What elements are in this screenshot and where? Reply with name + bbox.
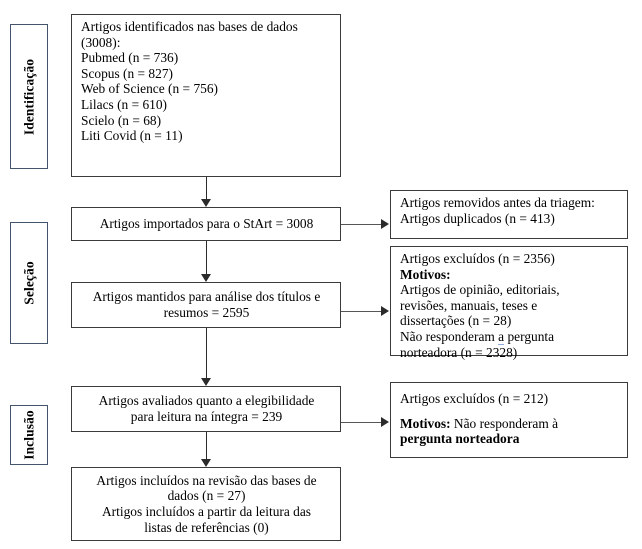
node-articles-excluded-eligibility: Artigos excluídos (n = 212) Motivos: Não…: [390, 382, 628, 458]
kept-line-2: resumos = 2595: [163, 305, 250, 320]
identified-line-liti-covid: Liti Covid (n = 11): [81, 128, 183, 144]
identified-line-pubmed: Pubmed (n = 736): [81, 50, 179, 66]
node-articles-excluded-screening: Artigos excluídos (n = 2356) Motivos: Ar…: [390, 246, 628, 360]
connector-imported-to-kept: [205, 241, 208, 279]
identified-line-2: (3008):: [81, 34, 121, 50]
excluded-screening-reason-line-2: revisões, manuais, teses e: [400, 297, 538, 313]
excluded-screening-reasons-label: Motivos:: [400, 266, 451, 282]
stage-label-inclusao: Inclusão: [21, 410, 37, 460]
arrowhead-imported-to-removed: [381, 219, 389, 229]
excluded-screening-reason-line-4: Não responderam a pergunta: [400, 329, 619, 346]
excluded-screening-reason-line-1: Artigos de opinião, editoriais,: [400, 282, 560, 298]
eligibility-line-2: para leitura na íntegra = 239: [130, 409, 283, 424]
included-line-4: listas de referências (0): [144, 519, 269, 535]
node-articles-removed-before-screening: Artigos removidos antes da triagem: Arti…: [390, 190, 628, 239]
identified-line-lilacs: Lilacs (n = 610): [81, 97, 168, 113]
stage-box-inclusao: Inclusão: [10, 405, 48, 465]
arrowhead-imported-to-kept: [201, 274, 211, 282]
arrowhead-identified-to-imported: [201, 199, 211, 207]
stage-label-identificacao: Identificação: [21, 58, 37, 135]
excluded-screening-count: Artigos excluídos (n = 2356): [400, 251, 555, 266]
stage-box-selecao: Seleção: [10, 222, 48, 344]
identified-line-scielo: Scielo (n = 68): [81, 112, 162, 128]
spellcheck-underline-a: a: [498, 329, 505, 346]
eligibility-line-1: Artigos avaliados quanto a elegibilidade: [98, 393, 315, 409]
stage-box-identificacao: Identificação: [10, 24, 48, 169]
arrowhead-eligibility-to-included: [201, 459, 211, 467]
excluded-eligibility-reason-line-2: pergunta norteadora: [400, 431, 520, 447]
excluded-screening-reason-line-4-post: pergunta: [504, 329, 555, 345]
excluded-eligibility-count: Artigos excluídos (n = 212): [400, 391, 549, 406]
node-articles-identified: Artigos identificados nas bases de dados…: [71, 14, 341, 177]
included-line-2: dados (n = 27): [167, 488, 246, 504]
connector-kept-to-eligibility: [205, 328, 208, 382]
excluded-screening-reason-line-3: dissertações (n = 28): [400, 313, 512, 329]
excluded-eligibility-reasons-text: Não responderam à: [450, 415, 559, 431]
arrowhead-eligibility-to-excluded: [381, 417, 389, 427]
node-articles-assessed-eligibility: Artigos avaliados quanto a elegibilidade…: [71, 386, 341, 432]
stage-label-selecao: Seleção: [21, 261, 37, 305]
connector-identified-to-imported: [205, 177, 207, 205]
connector-eligibility-to-included: [205, 432, 208, 464]
identified-line-scopus: Scopus (n = 827): [81, 65, 173, 81]
removed-line-2: Artigos duplicados (n = 413): [400, 210, 555, 226]
arrowhead-kept-to-eligibility: [201, 378, 211, 386]
identified-line-web-of-science: Web of Science (n = 756): [81, 81, 218, 97]
node-articles-kept-titles-abstracts: Artigos mantidos para análise dos título…: [71, 282, 341, 328]
identified-line-1: Artigos identificados nas bases de dados: [81, 19, 298, 34]
arrowhead-kept-to-excluded-screening: [381, 306, 389, 316]
excluded-eligibility-reason-line-1: Motivos: Não responderam à: [400, 416, 619, 432]
imported-line: Artigos importados para o StArt = 3008: [99, 216, 314, 232]
included-line-3: Artigos incluídos a partir da leitura da…: [102, 504, 311, 519]
included-line-1: Artigos incluídos na revisão das bases d…: [96, 472, 317, 488]
connector-imported-to-removed: [341, 223, 382, 225]
excluded-screening-reason-line-4-pre: Não responderam: [400, 329, 499, 345]
node-articles-imported: Artigos importados para o StArt = 3008: [71, 207, 341, 241]
connector-eligibility-to-excluded: [341, 421, 382, 423]
excluded-eligibility-reasons-label: Motivos:: [400, 415, 451, 431]
kept-line-1: Artigos mantidos para análise dos título…: [92, 289, 321, 305]
removed-line-1: Artigos removidos antes da triagem:: [400, 195, 595, 210]
node-articles-included: Artigos incluídos na revisão das bases d…: [71, 467, 341, 541]
excluded-screening-reason-line-5: norteadora (n = 2328): [400, 344, 518, 360]
connector-kept-to-excluded-screening: [341, 310, 382, 312]
